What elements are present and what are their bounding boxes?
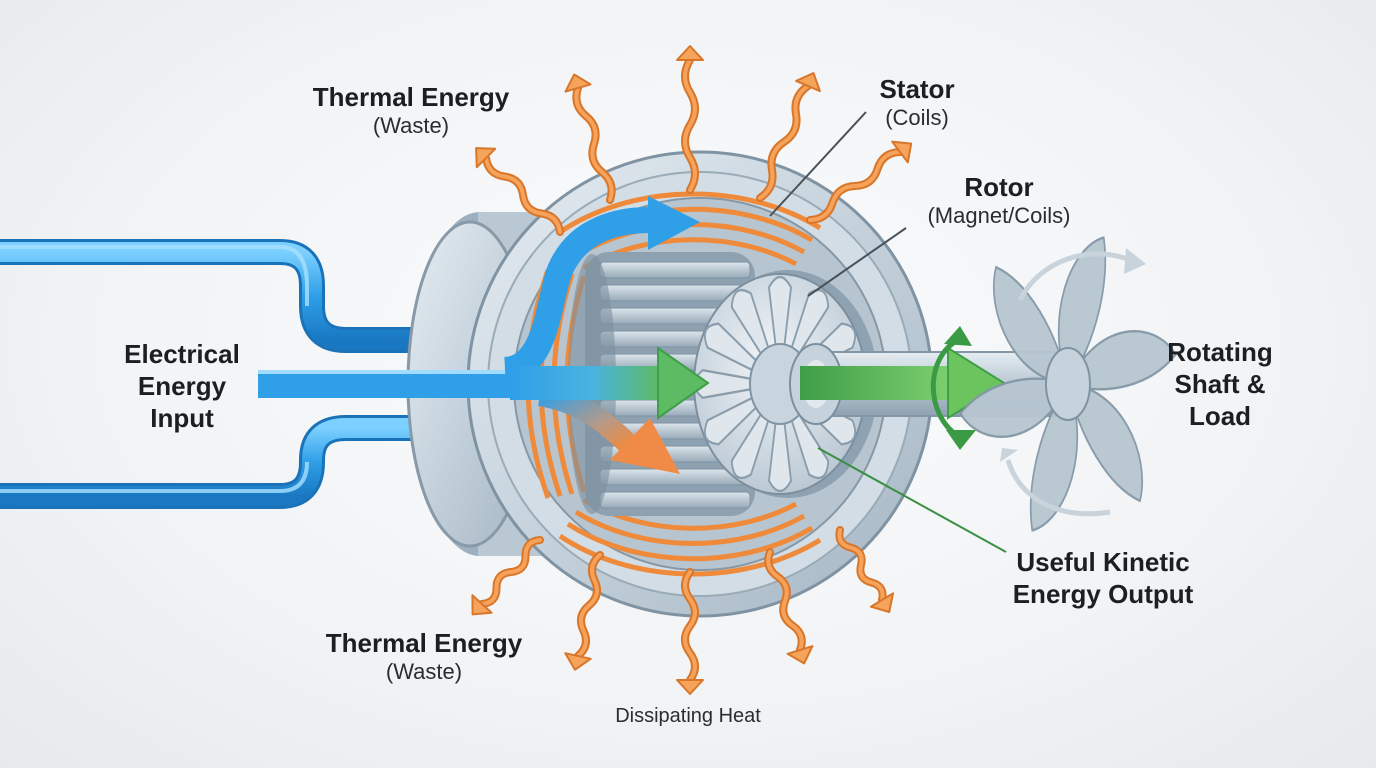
fan-blade xyxy=(959,377,1070,438)
rotor-title: Rotor xyxy=(964,172,1034,202)
electrical-input-line-2: Energy xyxy=(137,371,227,402)
leader-lines xyxy=(769,111,1007,553)
flow-main-arrow xyxy=(510,366,660,400)
rotor-rib xyxy=(599,261,751,279)
kinetic-output-arrow xyxy=(800,366,950,400)
thermal-top-subtitle: (Waste) xyxy=(372,113,450,139)
thermal-top-title: Thermal Energy xyxy=(312,82,510,112)
fan-blade xyxy=(1066,330,1177,391)
heat-wave xyxy=(484,156,562,234)
stator-subtitle: (Coils) xyxy=(885,105,949,131)
heat-wave xyxy=(808,150,902,222)
fan-hub xyxy=(1045,347,1091,421)
heat-wave xyxy=(683,58,697,192)
rotor-label: Rotor (Magnet/Coils) xyxy=(904,172,1094,230)
heat-arrowhead xyxy=(564,73,592,93)
heat-wave xyxy=(683,570,697,682)
rotating-shaft-load-label: Rotating Shaft & Load xyxy=(1156,336,1284,433)
rotation-indicator xyxy=(930,337,960,439)
heat-arrowhead xyxy=(475,147,497,169)
heat-wave xyxy=(576,553,602,658)
shaft-load-line-2: Shaft & xyxy=(1174,369,1266,400)
dissipating-heat-label: Dissipating Heat xyxy=(590,704,786,728)
energy-flow-arrows xyxy=(258,196,1006,474)
thermal-bottom-subtitle: (Waste) xyxy=(385,659,463,685)
fan-rotation-arc-bottom xyxy=(1005,459,1111,517)
rotor-subtitle: (Magnet/Coils) xyxy=(927,203,1071,229)
heat-wave xyxy=(837,528,885,602)
heat-arrowhead xyxy=(471,594,493,616)
thermal-energy-bottom-label: Thermal Energy (Waste) xyxy=(312,628,536,686)
stator-coils xyxy=(525,191,822,577)
stator-title: Stator xyxy=(879,74,955,104)
electrical-input-line-3: Input xyxy=(150,403,214,434)
upper-input-pipe xyxy=(0,239,420,353)
electrical-input-arrow xyxy=(258,370,520,398)
shaft-load-line-3: Load xyxy=(1188,401,1252,432)
stator-label: Stator (Coils) xyxy=(862,74,972,132)
shaft-load-line-1: Rotating xyxy=(1167,337,1273,367)
fan-blades xyxy=(959,236,1177,532)
flow-branch-down-head xyxy=(610,418,680,474)
rotor-rib xyxy=(599,491,751,509)
heat-arrowhead xyxy=(676,45,704,61)
electrical-input-line-1: Electrical xyxy=(124,339,240,369)
heat-wave xyxy=(574,86,614,202)
useful-kinetic-energy-output-label: Useful Kinetic Energy Output xyxy=(996,546,1210,610)
heat-wave xyxy=(480,538,542,606)
electrical-input-pipes xyxy=(0,239,420,509)
electrical-energy-input-label: Electrical Energy Input xyxy=(110,338,254,435)
heat-wave xyxy=(766,550,804,652)
fan-blade xyxy=(992,265,1070,386)
fan-rotation-arc-top xyxy=(1017,251,1131,302)
heat-arrowhead xyxy=(891,140,913,164)
thermal-bottom-title: Thermal Energy xyxy=(325,628,523,658)
heat-arrowhead xyxy=(786,645,814,665)
heat-arrowhead xyxy=(869,592,895,613)
heat-arrowhead xyxy=(564,652,592,671)
heat-arrowhead xyxy=(676,679,704,695)
flow-branch-up xyxy=(502,207,651,383)
kinetic-output-line-1: Useful Kinetic xyxy=(1016,547,1190,577)
fan-blade xyxy=(1066,382,1144,503)
flow-branch-up-head xyxy=(648,196,700,250)
rotor-vane xyxy=(767,275,793,385)
heat-waves xyxy=(471,45,913,695)
rotor-vane xyxy=(767,383,793,493)
lower-input-pipe xyxy=(0,415,420,509)
dissipating-heat-text: Dissipating Heat xyxy=(615,705,761,727)
heat-wave xyxy=(758,84,810,200)
kinetic-output-line-2: Energy Output xyxy=(1012,579,1194,610)
kinetic-leader-line xyxy=(817,447,1007,553)
flow-main-arrow-head xyxy=(657,346,710,420)
heat-arrowhead xyxy=(795,72,821,93)
stator-leader-line xyxy=(769,111,867,217)
fan-load xyxy=(959,236,1177,532)
thermal-energy-top-label: Thermal Energy (Waste) xyxy=(300,82,522,140)
rotor-leader-line xyxy=(807,227,907,297)
